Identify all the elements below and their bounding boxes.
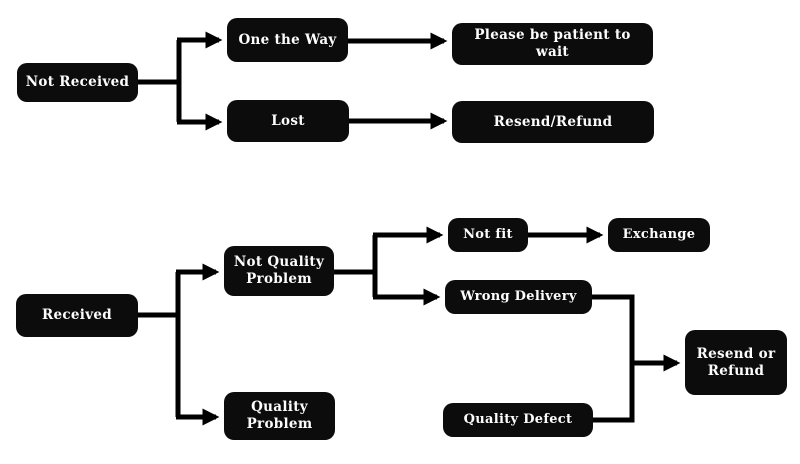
node-wrong-delivery: Wrong Delivery [445, 280, 592, 314]
node-quality-defect: Quality Defect [443, 403, 593, 437]
node-please-be-patient: Please be patient to wait [452, 23, 653, 65]
node-lost: Lost [227, 100, 349, 142]
node-resend-or-refund: Resend or Refund [685, 330, 787, 395]
node-not-quality-problem: Not Quality Problem [224, 246, 334, 296]
connector-received-split [138, 272, 181, 417]
node-not-fit: Not fit [448, 218, 528, 252]
node-one-the-way: One the Way [227, 18, 348, 62]
connector-not-received-split [138, 40, 182, 122]
node-received: Received [16, 294, 138, 337]
node-not-received: Not Received [17, 63, 138, 102]
connector-not-quality-split [333, 235, 378, 297]
node-exchange: Exchange [608, 218, 710, 252]
node-quality-problem: Quality Problem [224, 392, 335, 440]
connector-merge-lines [592, 294, 635, 423]
node-resend-refund: Resend/Refund [452, 101, 654, 143]
